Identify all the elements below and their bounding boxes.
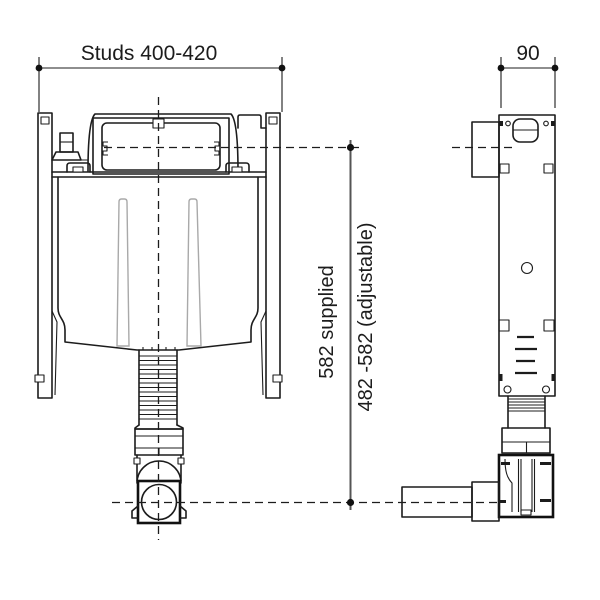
tank-rib-slots xyxy=(116,198,202,347)
dimension-depth-label: 90 xyxy=(516,42,539,65)
side-clip xyxy=(499,163,510,174)
flush-pipe-corrugated xyxy=(134,349,184,430)
connector-block xyxy=(237,114,267,129)
dimension-supplied-label: 582 supplied xyxy=(316,265,338,378)
connector-foot xyxy=(131,505,139,519)
screw-hole xyxy=(503,385,512,394)
right-rail xyxy=(260,112,283,399)
inlet-valve-fitting xyxy=(51,132,88,161)
side-valve-box xyxy=(497,453,555,519)
dimension-dot xyxy=(346,143,355,152)
connector-foot xyxy=(179,505,187,519)
side-clip xyxy=(543,163,554,174)
dimension-dot xyxy=(497,64,505,72)
mounting-bracket-right xyxy=(225,162,250,173)
edge-tick xyxy=(551,374,555,381)
dimension-height: 582 supplied 482 -582 (adjustable) xyxy=(316,140,377,510)
mounting-bracket-left xyxy=(66,162,91,173)
left-rail xyxy=(34,112,58,399)
edge-tick xyxy=(499,374,503,381)
dimension-dot xyxy=(346,498,355,507)
dimension-studs: Studs 400-420 xyxy=(35,42,286,112)
panel-clip xyxy=(102,141,108,156)
dimension-dot xyxy=(35,64,43,72)
screw-hole xyxy=(541,385,551,394)
cistern-access-panel xyxy=(87,113,239,175)
side-view xyxy=(401,114,556,522)
panel-clip xyxy=(214,141,220,156)
front-view xyxy=(34,97,497,540)
dimension-dot xyxy=(278,64,286,72)
vent-slots xyxy=(515,335,537,375)
dimension-dot xyxy=(551,64,559,72)
side-hole xyxy=(520,261,534,275)
dimension-adjustable-label: 482 -582 (adjustable) xyxy=(355,222,377,411)
side-neck xyxy=(507,395,546,429)
dimension-depth: 90 xyxy=(497,42,559,108)
side-block xyxy=(501,427,551,454)
side-body xyxy=(498,114,556,397)
side-inlet xyxy=(499,118,555,143)
dimension-studs-label: Studs 400-420 xyxy=(81,42,218,65)
side-outlet-pipe xyxy=(401,481,500,522)
side-clip xyxy=(498,319,510,332)
flush-housing-box xyxy=(471,121,500,178)
side-clip xyxy=(543,319,555,332)
